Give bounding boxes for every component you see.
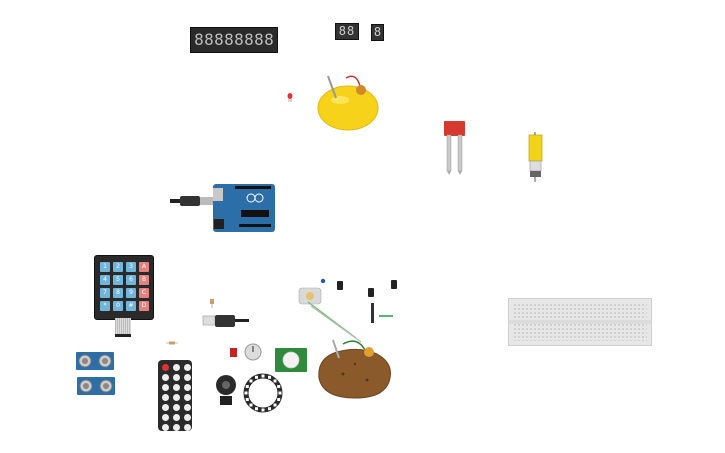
ultrasonic-sensor[interactable]: [76, 352, 114, 372]
rotary-encoder[interactable]: [215, 374, 237, 406]
neopixel-ring[interactable]: [243, 373, 283, 413]
remote-button[interactable]: [184, 404, 191, 411]
remote-button[interactable]: [173, 384, 180, 391]
usb-cable[interactable]: [170, 194, 218, 208]
remote-button[interactable]: [173, 364, 180, 371]
keypad-key[interactable]: 6: [126, 275, 136, 285]
segment-digit: 8: [254, 30, 264, 49]
keypad-key[interactable]: 9: [126, 288, 136, 298]
lemon-battery[interactable]: [316, 72, 382, 132]
seven-segment-8digit-display[interactable]: 8 8 8 8 8 8 8 8: [190, 27, 278, 53]
neopixel-led: [268, 375, 272, 379]
dc-motor[interactable]: [298, 287, 322, 306]
potentiometer[interactable]: [244, 343, 262, 361]
neopixel-led: [278, 391, 282, 395]
remote-button[interactable]: [162, 364, 169, 371]
segment-digit: 8: [338, 24, 347, 38]
neopixel-led: [273, 403, 277, 407]
remote-button[interactable]: [162, 384, 169, 391]
remote-button[interactable]: [162, 374, 169, 381]
keypad-key[interactable]: 2: [113, 262, 123, 272]
keypad-ribbon-cable: [115, 318, 131, 337]
remote-button[interactable]: [162, 404, 169, 411]
neopixel-led: [244, 391, 248, 395]
segment-digit: 8: [204, 30, 214, 49]
pir-motion-sensor[interactable]: [275, 348, 307, 372]
neopixel-led: [261, 408, 265, 412]
neopixel-led: [273, 379, 277, 383]
neopixel-led: [245, 384, 249, 388]
segment-digit: 8: [234, 30, 244, 49]
remote-button[interactable]: [162, 394, 169, 401]
segment-digit: 8: [244, 30, 254, 49]
remote-button[interactable]: [184, 424, 191, 431]
segment-digit: 8: [224, 30, 234, 49]
remote-button[interactable]: [173, 414, 180, 421]
keypad-key[interactable]: 7: [100, 288, 110, 298]
usb-cable[interactable]: [202, 313, 253, 329]
neopixel-led: [261, 374, 265, 378]
blue-led[interactable]: [320, 278, 326, 286]
seven-segment-2digit-display[interactable]: 88: [335, 23, 359, 40]
resistor-vertical[interactable]: [209, 298, 215, 308]
keypad-key[interactable]: 0: [113, 301, 123, 311]
soil-moisture-sensor[interactable]: [444, 121, 466, 175]
capacitor[interactable]: [390, 279, 398, 291]
capacitor[interactable]: [367, 287, 375, 299]
breadboard-divider: [509, 320, 651, 324]
keypad-key[interactable]: 3: [126, 262, 136, 272]
keypad-key[interactable]: 4: [100, 275, 110, 285]
arduino-uno-board[interactable]: [213, 184, 275, 232]
neopixel-led: [249, 379, 253, 383]
segment-digit: 8: [194, 30, 204, 49]
keypad-key[interactable]: B: [139, 275, 149, 285]
ultrasonic-sensor[interactable]: [77, 377, 115, 397]
keypad-key[interactable]: D: [139, 301, 149, 311]
remote-button[interactable]: [173, 374, 180, 381]
keypad-key[interactable]: 8: [113, 288, 123, 298]
seven-segment-1digit-display[interactable]: 8: [371, 24, 384, 41]
remote-button[interactable]: [162, 414, 169, 421]
segment-digit: 8: [214, 30, 224, 49]
keypad-key[interactable]: *: [100, 301, 110, 311]
neopixel-led: [249, 403, 253, 407]
slide-switch[interactable]: [370, 303, 376, 323]
keypad-key[interactable]: 5: [113, 275, 123, 285]
keypad-key[interactable]: #: [126, 301, 136, 311]
jumper-wires: [307, 301, 362, 343]
neopixel-led: [277, 398, 281, 402]
red-led[interactable]: [286, 92, 294, 102]
remote-button[interactable]: [184, 384, 191, 391]
potato-battery[interactable]: [315, 336, 395, 400]
segment-digit: 8: [347, 24, 356, 38]
neopixel-led: [268, 407, 272, 411]
segment-digit: 8: [373, 25, 382, 39]
segment-digit: 8: [264, 30, 274, 49]
neopixel-led: [245, 398, 249, 402]
neopixel-led: [277, 384, 281, 388]
remote-button[interactable]: [173, 394, 180, 401]
remote-button[interactable]: [173, 424, 180, 431]
remote-button[interactable]: [162, 424, 169, 431]
remote-button[interactable]: [184, 374, 191, 381]
remote-button[interactable]: [184, 364, 191, 371]
capacitor[interactable]: [336, 280, 344, 292]
ir-remote[interactable]: [158, 360, 192, 431]
keypad-key[interactable]: 1: [100, 262, 110, 272]
green-diode[interactable]: [379, 314, 393, 318]
neopixel-led: [254, 375, 258, 379]
keypad-key[interactable]: C: [139, 288, 149, 298]
dc-gear-motor[interactable]: [526, 132, 544, 182]
remote-button[interactable]: [173, 404, 180, 411]
half-breadboard[interactable]: [508, 298, 652, 346]
neopixel-led: [254, 407, 258, 411]
resistor[interactable]: [166, 340, 178, 346]
remote-button[interactable]: [184, 414, 191, 421]
red-led-module[interactable]: [230, 348, 238, 358]
keypad-key[interactable]: A: [139, 262, 149, 272]
remote-button[interactable]: [184, 394, 191, 401]
